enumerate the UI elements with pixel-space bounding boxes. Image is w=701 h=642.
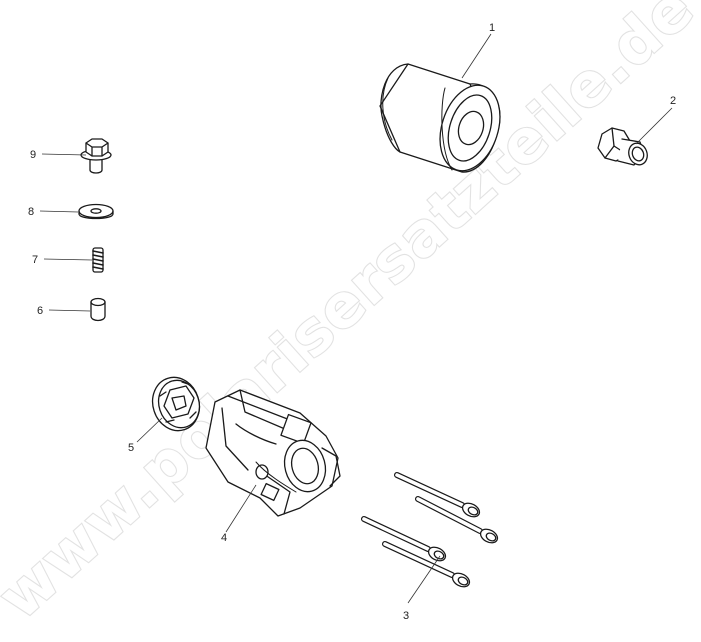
callout-7: 7 — [32, 254, 38, 266]
leader-line-4 — [225, 484, 257, 533]
set-screw-icon — [92, 247, 104, 273]
washer-icon — [78, 203, 114, 220]
dowel-pin-icon — [90, 297, 106, 322]
callout-5: 5 — [128, 442, 134, 454]
leader-line-6 — [48, 309, 91, 312]
leader-line-2 — [635, 107, 673, 145]
pump-rotor-icon — [151, 376, 201, 432]
flange-bolt-icon — [80, 138, 112, 174]
leader-line-9 — [41, 153, 87, 156]
leader-line-1 — [461, 33, 492, 79]
leader-line-5 — [136, 417, 163, 443]
leader-line-3 — [407, 555, 441, 604]
callout-3: 3 — [403, 610, 409, 622]
leader-line-7 — [43, 258, 93, 261]
callout-9: 9 — [30, 149, 36, 161]
callout-4: 4 — [221, 532, 227, 544]
callout-2: 2 — [670, 95, 676, 107]
oil-filter-icon — [379, 63, 501, 173]
callout-8: 8 — [28, 206, 34, 218]
bolts-icon — [361, 472, 499, 588]
hex-fitting-icon — [597, 127, 648, 166]
callout-6: 6 — [37, 305, 43, 317]
oil-pump-housing-icon — [205, 389, 341, 517]
leader-line-8 — [39, 210, 79, 213]
callout-1: 1 — [489, 22, 495, 34]
